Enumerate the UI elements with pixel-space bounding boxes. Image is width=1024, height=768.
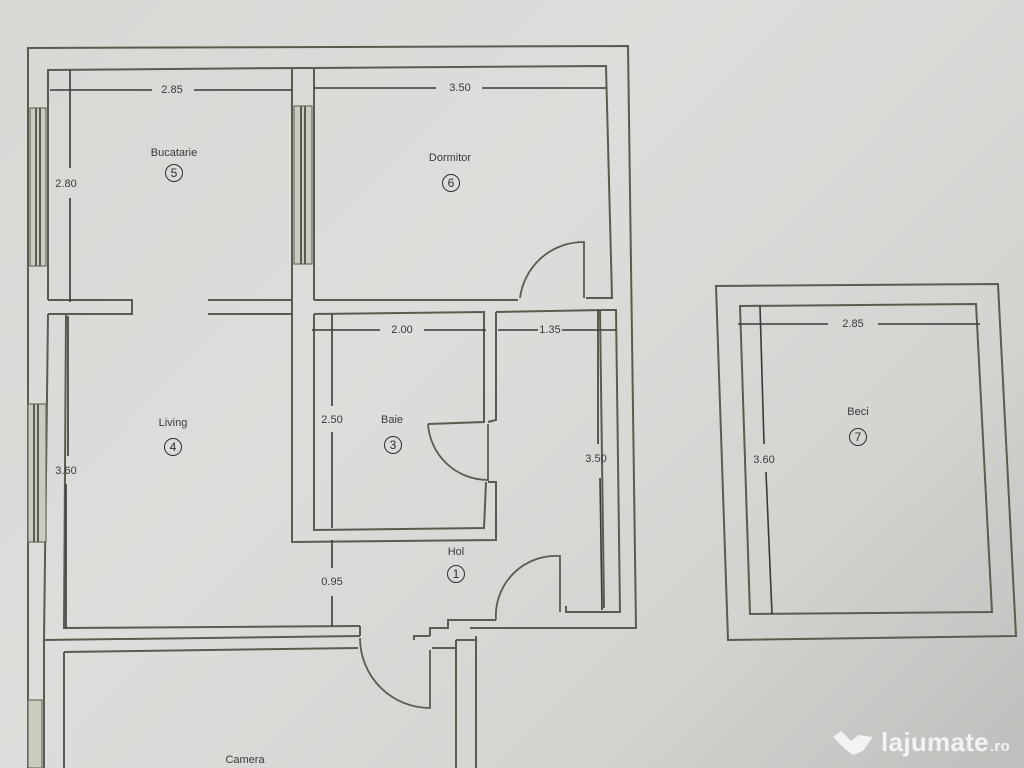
watermark-tld: .ro [989,738,1010,755]
dim-bucatarie-height: 2.80 [55,178,77,190]
dim-bucatarie-width: 2.85 [161,84,183,96]
room-number-living: 4 [164,438,182,456]
room-number-baie: 3 [384,436,402,454]
dim-baie-width: 2.00 [391,324,413,336]
dimension-lines [50,70,980,628]
room-label-dormitor: Dormitor [428,152,472,164]
room-label-beci: Beci [847,406,869,418]
room-label-living: Living [158,417,188,429]
handshake-icon [833,730,874,755]
watermark-brand: lajumate [881,727,989,757]
room-label-hol: Hol [447,546,465,558]
room-number-beci: 7 [849,428,867,446]
windows [27,105,313,768]
room-number-dormitor: 6 [442,174,460,192]
room-label-camera: Camera [225,754,265,766]
dim-beci-width: 2.85 [842,318,864,330]
room-label-bucatarie: Bucatarie [150,147,198,159]
watermark-logo: lajumate.ro [831,727,1010,758]
doors [359,241,585,709]
dim-beci-height: 3.60 [753,454,775,466]
dim-baie-height: 2.50 [321,414,343,426]
dim-living-height: 3.60 [55,465,77,477]
room-label-baie: Baie [380,414,404,426]
room-number-bucatarie: 5 [165,164,183,182]
exterior-walls [27,44,638,768]
dim-hol-width: 1.35 [539,324,561,336]
dim-hol-gap: 0.95 [321,576,343,588]
room-number-hol: 1 [447,565,465,583]
dim-dormitor-width: 3.50 [449,82,471,94]
beci-walls [714,282,1018,642]
dim-hol-height: 3.50 [585,453,607,465]
